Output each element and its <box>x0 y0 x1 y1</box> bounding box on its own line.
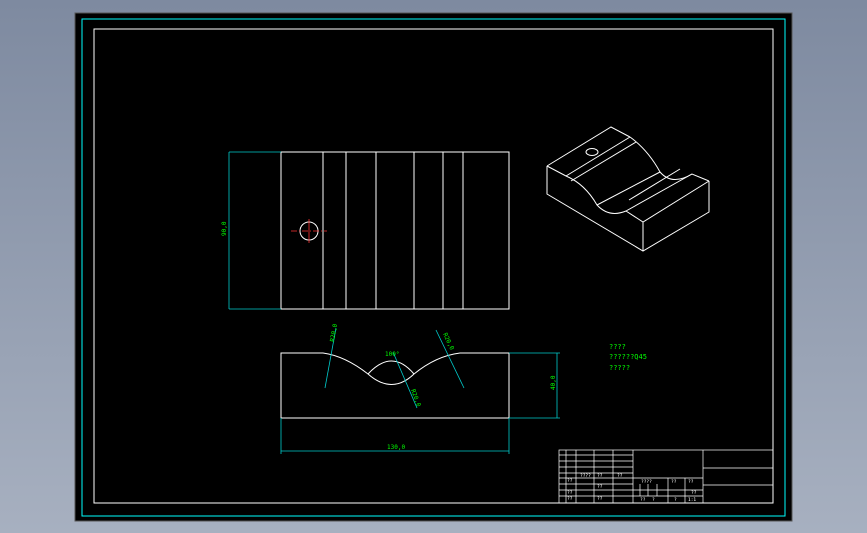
tb-cell-14: ? <box>674 497 677 503</box>
tb-cell-8: ???? <box>641 479 652 485</box>
top-height-label: 90,0 <box>221 221 228 236</box>
top-height-dimension <box>228 151 281 310</box>
groove-left-label: R20,0 <box>329 323 339 342</box>
drawing-area[interactable] <box>74 12 793 522</box>
tb-cell-3: ?? <box>617 473 623 479</box>
front-dimensions <box>280 327 560 454</box>
isometric-view <box>546 126 710 252</box>
tb-cell-11: ?? <box>691 490 697 496</box>
note-line-1: ???? <box>609 343 626 351</box>
tb-cell-0: ?? <box>567 478 573 484</box>
front-height-label: 40,0 <box>550 375 557 390</box>
title-block <box>558 449 774 504</box>
tb-cell-7: ?? <box>597 496 603 502</box>
hole-centerline <box>291 219 327 243</box>
tb-cell-1: ???? <box>580 473 591 479</box>
front-view <box>280 352 510 419</box>
groove-angle-label: 100° <box>385 351 399 358</box>
title-block-text: ?? ???? ?? ?? ?? ?? ?? ?? ???? ?? ?? ?? … <box>567 473 697 503</box>
tb-cell-4: ?? <box>567 490 573 496</box>
front-width-label: 130,0 <box>387 444 405 451</box>
tb-cell-2: ?? <box>597 473 603 479</box>
tb-cell-6: ?? <box>567 496 573 502</box>
outer-frame <box>81 18 786 517</box>
tb-cell-13: ? <box>652 497 655 503</box>
note-line-3: ????? <box>609 364 630 372</box>
tb-cell-15: 1:1 <box>688 497 696 503</box>
tb-cell-12: ?? <box>640 497 646 503</box>
inner-frame <box>93 28 774 504</box>
tb-cell-10: ?? <box>688 479 694 485</box>
tb-cell-5: ?? <box>597 484 603 490</box>
iso-hole <box>585 148 599 156</box>
note-line-2: ??????Q45 <box>609 353 647 361</box>
tb-cell-9: ?? <box>671 479 677 485</box>
